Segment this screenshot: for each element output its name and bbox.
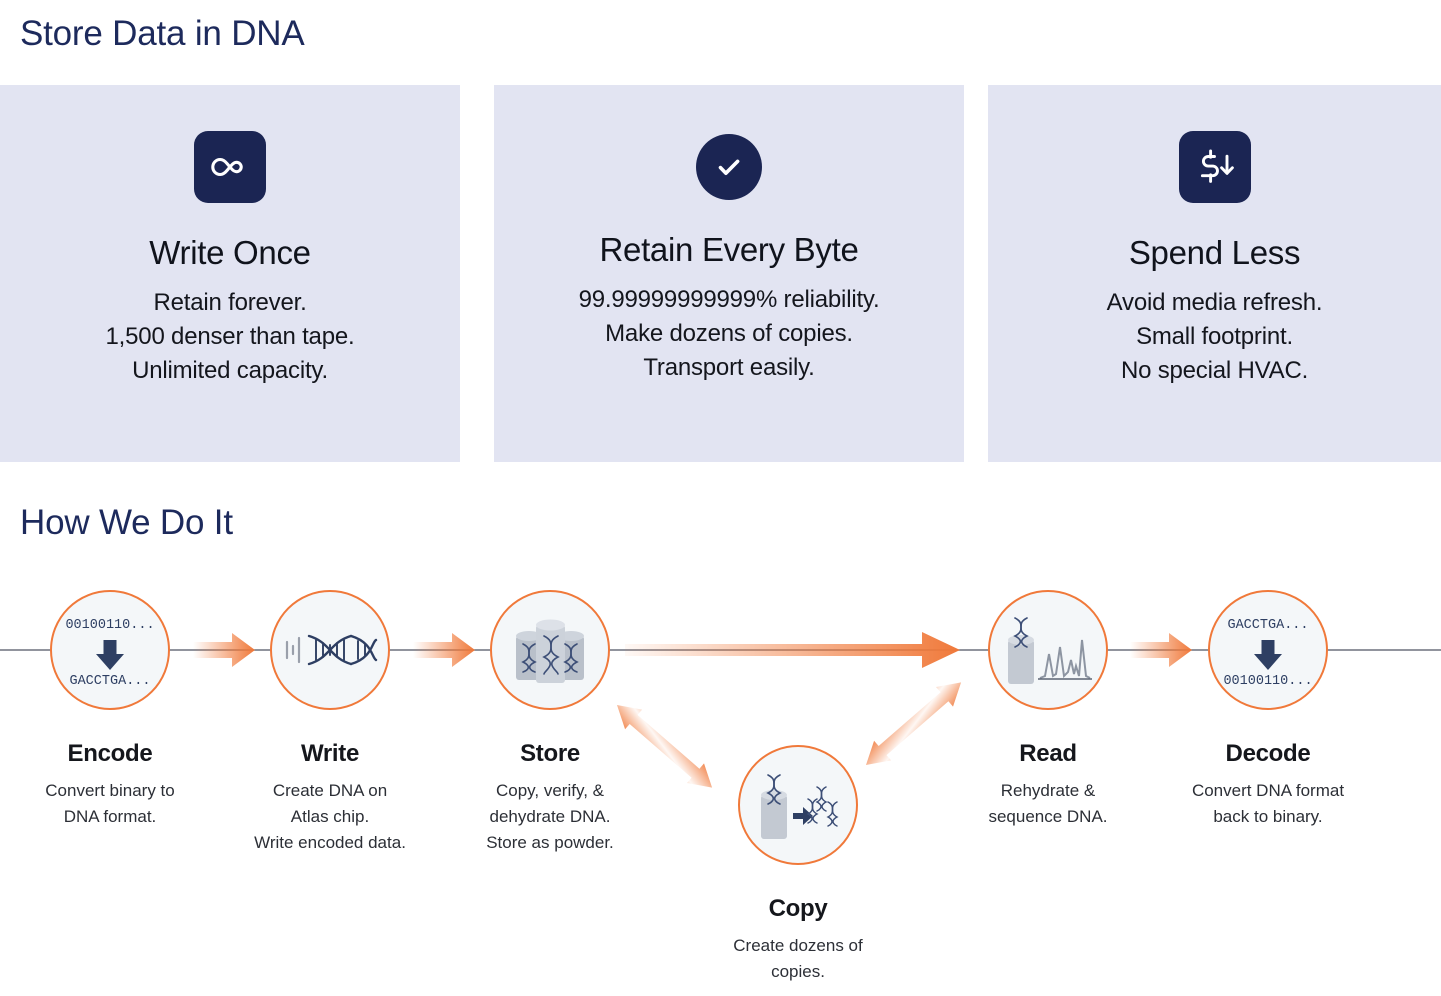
card-line: Retain forever. xyxy=(153,289,307,316)
flow-node-store[interactable] xyxy=(490,590,610,710)
desc-line: Write encoded data. xyxy=(254,832,406,852)
infinity-icon xyxy=(194,131,266,203)
decode-output-sequence: 00100110... xyxy=(1223,674,1312,689)
decode-input-sequence: GACCTGA... xyxy=(1227,618,1308,633)
card-title: Write Once xyxy=(149,234,311,271)
desc-line: Copy, verify, & xyxy=(495,781,604,800)
flow-desc-store: Copy, verify, & dehydrate DNA. Store as … xyxy=(435,778,665,855)
encode-input-sequence: 00100110... xyxy=(65,618,154,633)
arrow-read-to-decode xyxy=(1130,633,1192,667)
flow-desc-decode: Convert DNA format back to binary. xyxy=(1153,778,1383,830)
desc-line: back to binary. xyxy=(1213,806,1323,826)
page-title-store-data-in-dna: Store Data in DNA xyxy=(20,14,305,53)
arrow-write-to-store xyxy=(413,633,475,667)
sequencer-trace-icon xyxy=(1008,617,1092,684)
copied-helices xyxy=(806,786,839,827)
card-line: Unlimited capacity. xyxy=(132,357,328,385)
desc-line: copies. xyxy=(771,961,825,981)
flow-label-decode: Decode xyxy=(1225,740,1311,767)
desc-line: dehydrate DNA. xyxy=(489,806,611,826)
flow-node-write[interactable] xyxy=(270,590,390,710)
check-circle-icon xyxy=(696,134,762,200)
desc-line: sequence DNA. xyxy=(988,806,1108,826)
flow-node-copy[interactable] xyxy=(738,745,858,865)
arrow-copy-read-bidirectional xyxy=(866,682,962,765)
flow-desc-write: Create DNA on Atlas chip. Write encoded … xyxy=(215,778,445,855)
card-lines: Avoid media refresh. Small footprint. No… xyxy=(988,286,1441,388)
flow-node-encode[interactable]: 00100110... GACCTGA... xyxy=(50,590,170,710)
read-helix xyxy=(1013,617,1029,648)
arrow-store-to-read xyxy=(625,632,960,668)
vial-helices xyxy=(521,635,579,675)
desc-line: Rehydrate & xyxy=(1000,781,1096,800)
card-lines: Retain forever. 1,500 denser than tape. … xyxy=(0,286,460,388)
dna-vials-icon xyxy=(516,619,584,683)
flow-node-read[interactable] xyxy=(988,590,1108,710)
desc-line: Store as powder. xyxy=(486,832,614,852)
flow-label-read: Read xyxy=(1019,740,1077,767)
card-title: Retain Every Byte xyxy=(599,231,859,268)
desc-line: Atlas chip. xyxy=(290,806,370,826)
arrow-store-copy-bidirectional xyxy=(617,705,713,788)
card-line: Make dozens of copies. xyxy=(605,320,853,348)
chromatogram-trace xyxy=(1038,639,1092,680)
arrow-encode-to-write xyxy=(193,633,255,667)
benefit-cards-row: Write Once Retain forever. 1,500 denser … xyxy=(0,85,1441,462)
vial-center xyxy=(536,619,565,683)
dna-helix-icon xyxy=(285,634,378,666)
card-line: No special HVAC. xyxy=(1120,357,1309,385)
page-title-how-we-do-it: How We Do It xyxy=(20,503,233,542)
flow-label-encode: Encode xyxy=(67,740,153,767)
source-vial xyxy=(761,790,787,839)
vial-left xyxy=(516,631,542,680)
card-lines: 99.99999999999% reliability. Make dozens… xyxy=(494,283,964,385)
dna-replicate-icon xyxy=(761,774,839,839)
binary-to-dna-icon: 00100110... GACCTGA... xyxy=(65,618,154,689)
flow-desc-copy: Create dozens of copies. xyxy=(683,933,913,985)
benefit-card-write-once: Write Once Retain forever. 1,500 denser … xyxy=(0,85,460,462)
card-title: Spend Less xyxy=(1128,234,1301,271)
flow-node-decode[interactable]: GACCTGA... 00100110... xyxy=(1208,590,1328,710)
encode-output-sequence: GACCTGA... xyxy=(69,674,150,689)
flow-label-write: Write xyxy=(300,740,360,767)
card-line: Transport easily. xyxy=(643,354,815,382)
helix-rungs xyxy=(315,639,366,661)
flow-desc-encode: Convert binary to DNA format. xyxy=(0,778,225,830)
cost-down-icon xyxy=(1178,131,1251,203)
card-line: Avoid media refresh. xyxy=(1106,289,1323,316)
flow-label-store: Store xyxy=(520,740,580,767)
down-arrow-glyph xyxy=(96,640,124,670)
flow-label-copy: Copy xyxy=(768,895,828,922)
source-helix xyxy=(766,774,782,805)
down-arrow-glyph xyxy=(1254,640,1282,670)
benefit-card-spend-less: Spend Less Avoid media refresh. Small fo… xyxy=(988,85,1441,462)
dna-to-binary-icon: GACCTGA... 00100110... xyxy=(1223,618,1312,689)
desc-line: Convert DNA format xyxy=(1191,781,1345,800)
benefit-card-retain-every-byte: Retain Every Byte 99.99999999999% reliab… xyxy=(494,85,964,462)
desc-line: DNA format. xyxy=(63,806,157,826)
helix-backbones xyxy=(307,634,378,666)
flow-connectors xyxy=(0,632,1441,788)
replicate-arrow xyxy=(793,807,813,825)
process-flow-diagram: 00100110... GACCTGA... Encode Convert bi… xyxy=(0,560,1441,996)
read-vial xyxy=(1008,635,1034,684)
desc-line: Convert binary to xyxy=(45,781,175,800)
desc-line: Create DNA on xyxy=(272,781,388,800)
card-line: Small footprint. xyxy=(1136,323,1293,351)
card-line: 99.99999999999% reliability. xyxy=(578,286,880,313)
signal-ticks xyxy=(285,636,301,664)
desc-line: Create dozens of xyxy=(733,936,863,955)
card-line: 1,500 denser than tape. xyxy=(105,323,355,351)
flow-desc-read: Rehydrate & sequence DNA. xyxy=(933,778,1163,830)
